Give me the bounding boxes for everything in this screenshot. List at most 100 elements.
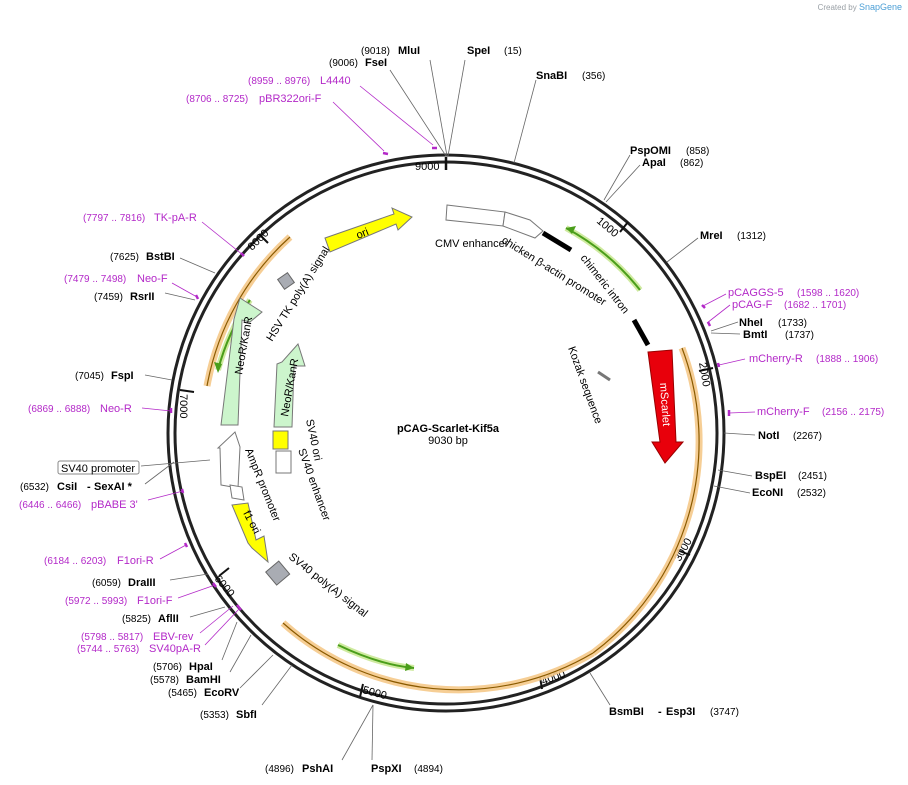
mark-pcag-f bbox=[706, 321, 712, 327]
leader-ebv-rev bbox=[199, 605, 234, 634]
nhei-name: NheI bbox=[739, 317, 763, 329]
cmv-enhancer-shape bbox=[445, 204, 506, 227]
primer-marks bbox=[169, 146, 731, 611]
orf-line-bottom bbox=[282, 622, 594, 691]
mcherry-f-name: mCherry-F bbox=[757, 406, 810, 418]
leader-f1ori-f bbox=[177, 584, 216, 599]
tk-pa-r-pos: (7797 .. 7816) bbox=[83, 213, 145, 224]
leader-ecorv bbox=[239, 654, 274, 689]
mrei-name: MreI bbox=[700, 230, 723, 242]
leader-noti bbox=[723, 432, 756, 436]
leader-bamhi bbox=[229, 634, 252, 673]
fspi-pos: (7045) bbox=[75, 371, 104, 382]
leader-f1ori-r bbox=[159, 544, 187, 560]
hpai-pos: (5706) bbox=[153, 662, 182, 673]
sv40pa-r-name: SV40pA-R bbox=[149, 643, 201, 655]
snabi-name: SnaBI bbox=[536, 70, 567, 82]
bspei-name: BspEI bbox=[755, 470, 786, 482]
leader-pspomi bbox=[603, 154, 631, 201]
fsei-pos: (9006) bbox=[329, 58, 358, 69]
bstbi-pos: (7625) bbox=[110, 252, 139, 263]
scale-ticks: 9000 1000 2000 3000 4000 5000 6000 7000 … bbox=[177, 157, 714, 702]
leader-mlui bbox=[429, 59, 448, 157]
pspxi-name: PspXI bbox=[371, 763, 402, 775]
rsrii-pos: (7459) bbox=[94, 292, 123, 303]
leader-rsrii bbox=[164, 292, 196, 301]
leader-pspxi bbox=[371, 704, 374, 761]
leader-hpai bbox=[221, 621, 238, 661]
bsmbi-pos: (3747) bbox=[710, 707, 739, 718]
leader-pbr322ori-f bbox=[332, 101, 385, 152]
leader-bstbi bbox=[179, 257, 216, 274]
neokanr-outer-shape bbox=[220, 297, 263, 426]
mrei-pos: (1312) bbox=[737, 231, 766, 242]
mscarlet-label: mScarlet bbox=[657, 382, 672, 426]
draiii-pos: (6059) bbox=[92, 578, 121, 589]
bsmbi-name: BsmBI bbox=[609, 706, 644, 718]
f1ori-r-name: F1ori-R bbox=[117, 555, 154, 567]
mcherry-f-pos: (2156 .. 2175) bbox=[822, 407, 884, 418]
leader-bspei bbox=[717, 469, 753, 477]
pbr322ori-f-name: pBR322ori-F bbox=[259, 93, 322, 105]
leader-mcherry-r bbox=[718, 358, 746, 366]
bmti-name: BmtI bbox=[743, 329, 767, 341]
mlui-name: MluI bbox=[398, 45, 420, 57]
pspomi-pos: (858) bbox=[686, 146, 709, 157]
intron-arrow-head bbox=[566, 226, 576, 234]
mcherry-r-pos: (1888 .. 1906) bbox=[816, 354, 878, 365]
tick-7000 bbox=[179, 389, 195, 393]
bamhi-pos: (5578) bbox=[150, 675, 179, 686]
tick-6000 bbox=[218, 567, 230, 577]
ori-label: ori bbox=[355, 226, 371, 242]
orf-arc-right bbox=[590, 346, 703, 656]
sv40pa-r-pos: (5744 .. 5763) bbox=[77, 644, 139, 655]
sv40-polya-label: SV40 poly(A) signal bbox=[286, 551, 370, 620]
pcag-f-name: pCAG-F bbox=[732, 299, 773, 311]
rsrii-name: RsrII bbox=[130, 291, 154, 303]
leader-l4440 bbox=[359, 85, 434, 146]
watermark-prefix: Created by bbox=[817, 3, 857, 12]
leader-csii bbox=[144, 461, 175, 485]
leader-spei bbox=[447, 59, 466, 157]
leader-sbfi bbox=[261, 664, 293, 706]
sv40-promoter-label: SV40 promoter bbox=[61, 463, 135, 475]
mark-ebv-rev bbox=[236, 604, 242, 611]
neokanr-inner-shape bbox=[273, 343, 306, 428]
neo-r-name: Neo-R bbox=[100, 403, 132, 415]
hsv-tk-label: HSV TK poly(A) signal bbox=[264, 245, 332, 344]
pcag-f-pos: (1682 .. 1701) bbox=[784, 300, 846, 311]
pshai-name: PshAI bbox=[302, 763, 333, 775]
f1ori-f-name: F1ori-F bbox=[137, 595, 173, 607]
mark-mcherry-r bbox=[716, 362, 721, 368]
noti-name: NotI bbox=[758, 430, 779, 442]
tick-label-2000: 2000 bbox=[696, 361, 712, 387]
snapgene-logo: SnapGene bbox=[858, 2, 902, 12]
hsv-tk-shape bbox=[276, 271, 296, 291]
sbfi-pos: (5353) bbox=[200, 710, 229, 721]
leader-apai bbox=[605, 164, 641, 203]
csii-pos: (6532) bbox=[20, 482, 49, 493]
leader-snabi bbox=[513, 79, 537, 164]
leader-pcag-f bbox=[706, 304, 731, 324]
sv40-promoter-box bbox=[57, 460, 140, 475]
plasmid-name: pCAG-Scarlet-Kif5a bbox=[397, 423, 500, 435]
mscarlet-shape bbox=[647, 349, 685, 464]
pcaggs-5-name: pCAGGS-5 bbox=[728, 287, 784, 299]
leader-draiii bbox=[169, 573, 209, 581]
snapgene-watermark: Created by SnapGene bbox=[818, 2, 902, 12]
primer-leaders bbox=[141, 85, 756, 646]
bottom-green-head bbox=[405, 663, 414, 671]
leader-tk-pa-r bbox=[201, 221, 244, 256]
tick-1000 bbox=[619, 221, 629, 233]
orf-line-right bbox=[592, 347, 700, 654]
pspomi-name: PspOMI bbox=[630, 145, 671, 157]
spei-name: SpeI bbox=[467, 45, 490, 57]
bsmbi-alias: Esp3I bbox=[666, 706, 695, 718]
l4440-name: L4440 bbox=[320, 75, 351, 87]
mark-pbabe-3 bbox=[180, 488, 185, 494]
kozak-small bbox=[597, 370, 611, 382]
leader-fsei bbox=[389, 69, 447, 157]
features bbox=[57, 204, 685, 586]
f1ori-r-pos: (6184 .. 6203) bbox=[44, 556, 106, 567]
